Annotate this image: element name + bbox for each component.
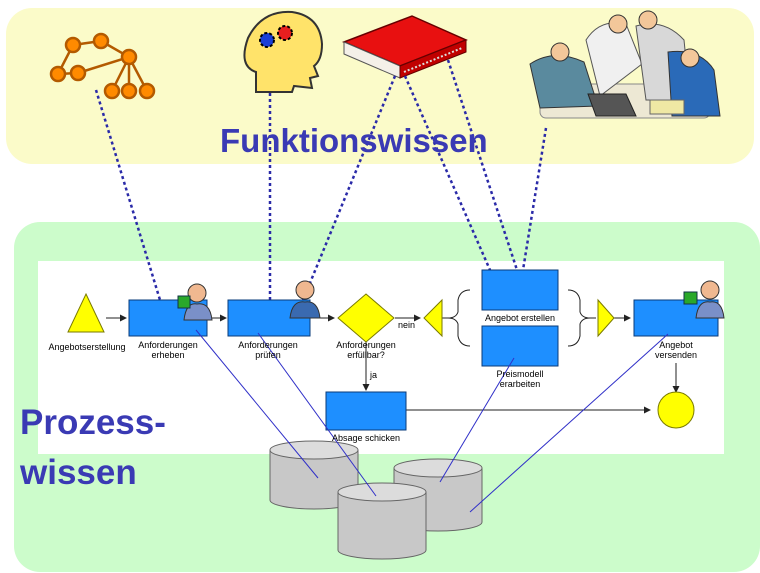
task-offer-label: Angebot erstellen <box>484 313 556 323</box>
task-price-label-line1: Preismodell <box>496 369 544 379</box>
book-icon <box>342 15 468 79</box>
process-knowledge-heading-line2: wissen <box>20 453 137 492</box>
task-check-label-line1: Anforderungen <box>238 340 298 350</box>
task-price-model <box>481 325 559 367</box>
decision-label-line2: erfüllbar? <box>347 350 385 360</box>
task-collect-label-line2: erheben <box>151 350 185 360</box>
task-price-label-line2: erarbeiten <box>499 379 541 389</box>
brain-gears-icon <box>243 10 324 93</box>
process-knowledge-heading-line1: Prozess- <box>20 403 166 442</box>
knowledge-links <box>94 59 548 301</box>
data-links <box>195 329 669 513</box>
task-collect-label-line1: Anforderungen <box>138 340 198 350</box>
decision-label-line1: Anforderungen <box>336 340 396 350</box>
end-event <box>657 391 695 429</box>
branch-no-label: nein <box>398 320 416 330</box>
task-create-offer <box>481 269 559 311</box>
connector-left <box>423 298 443 338</box>
function-knowledge-heading: Funktionswissen <box>220 122 488 159</box>
task-send-label-line2: versenden <box>654 350 698 360</box>
branch-yes-label: ja <box>370 370 378 380</box>
decision-gateway <box>337 293 395 343</box>
org-tree-icon <box>49 32 156 100</box>
database-icon <box>337 482 427 560</box>
task-check-label-line2: prüfen <box>255 350 281 360</box>
person-icon <box>289 280 321 319</box>
team-meeting-icon <box>529 10 721 119</box>
task-send-rejection <box>325 391 407 431</box>
start-event-label: Angebotserstellung <box>48 342 126 352</box>
start-event <box>67 292 105 333</box>
task-reject-label: Absage schicken <box>331 433 401 443</box>
connector-right <box>597 298 615 338</box>
person-icon <box>683 280 725 319</box>
person-icon <box>177 283 213 321</box>
task-send-label-line1: Angebot <box>659 340 693 350</box>
